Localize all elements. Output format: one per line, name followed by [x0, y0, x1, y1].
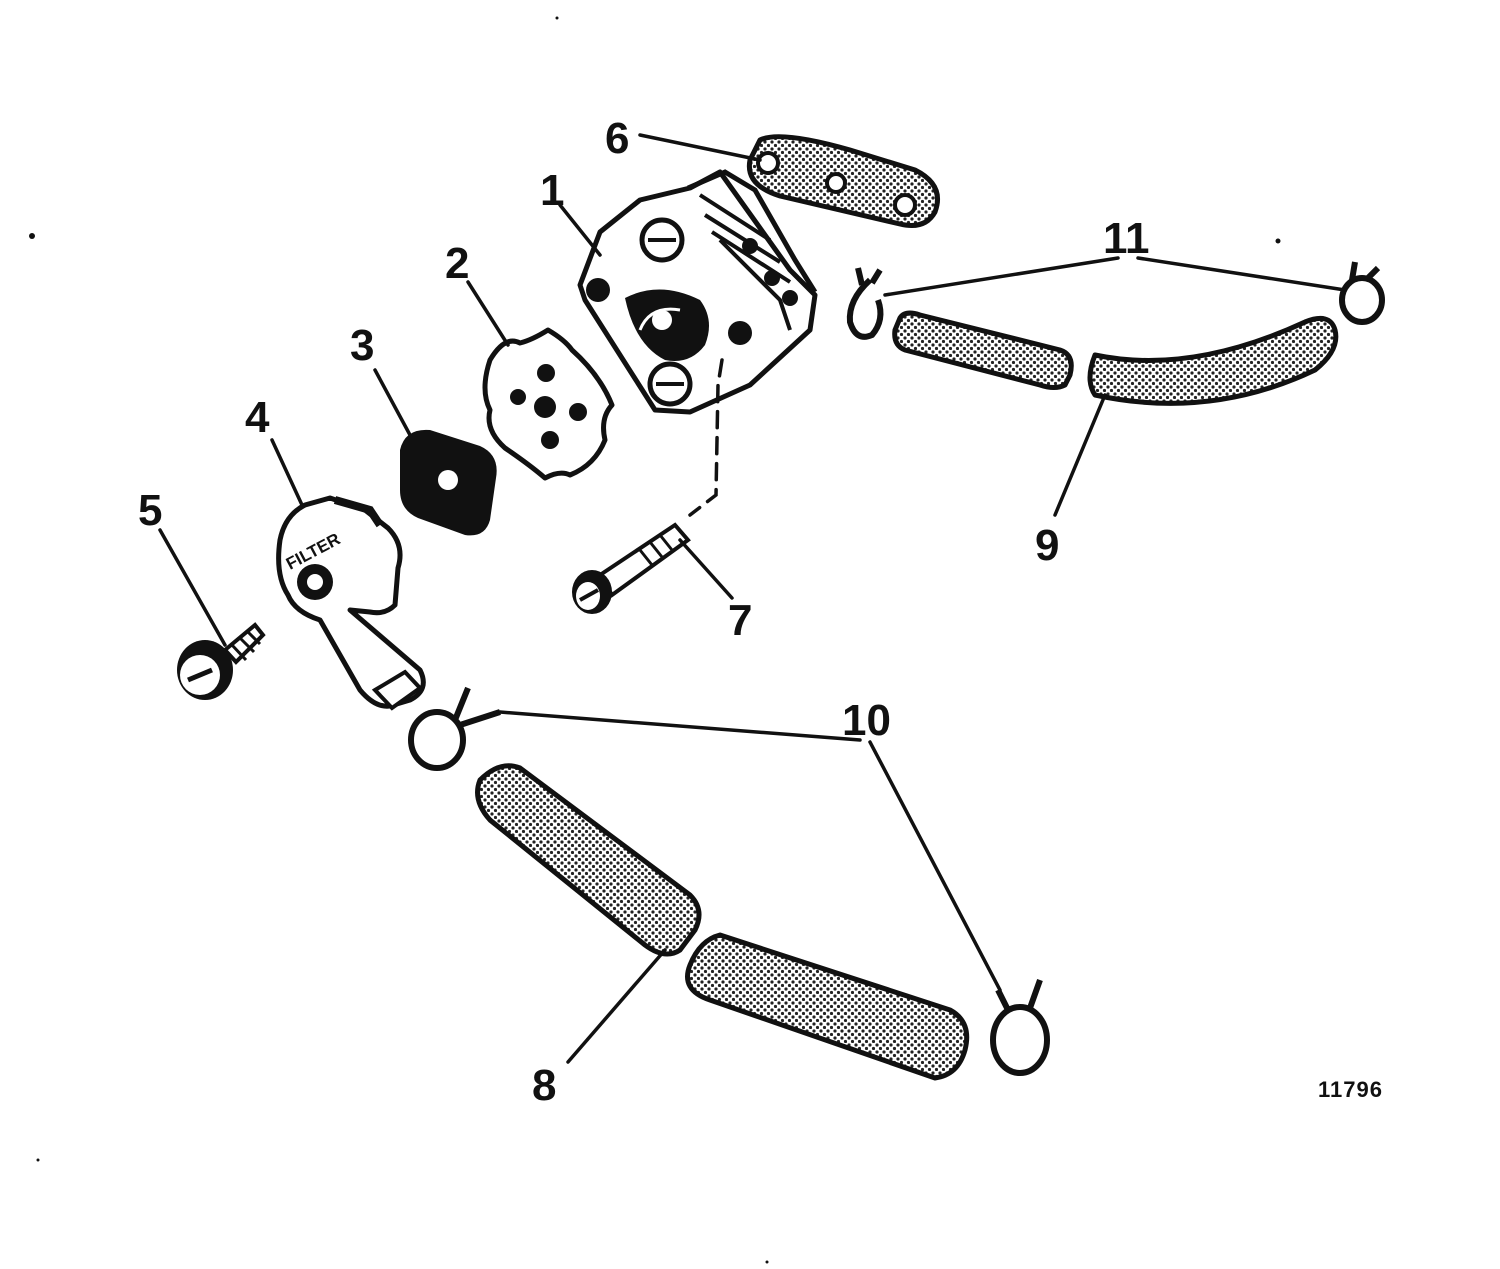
part-2-valve-plate	[482, 327, 615, 481]
clamp-10-upper	[408, 686, 501, 771]
leader-9	[1053, 393, 1107, 517]
leader-10b	[868, 740, 1002, 992]
leader-5	[158, 528, 227, 647]
part-9-upper-hoses	[892, 310, 1339, 406]
leader-4	[270, 438, 304, 507]
leader-1	[558, 203, 602, 257]
part-7-screw	[572, 522, 691, 614]
leader-7-dashed	[688, 358, 724, 517]
callout-5: 5	[138, 486, 162, 535]
leader-11b	[1136, 256, 1347, 292]
leader-8	[566, 948, 667, 1064]
scan-specks	[29, 16, 1281, 1264]
callout-3: 3	[350, 321, 374, 370]
part-6-gasket	[746, 134, 940, 228]
callout-9: 9	[1035, 521, 1059, 570]
callout-4: 4	[245, 393, 270, 442]
callout-labels: 1 2 3 4 5 6 7 8 9 10 11	[138, 114, 1150, 1110]
callout-1: 1	[540, 166, 564, 215]
part-4-filter-cover: FILTER	[276, 495, 426, 711]
callout-6: 6	[605, 114, 629, 163]
clamp-11-left	[846, 267, 884, 340]
part-8-lower-hoses	[475, 763, 970, 1081]
clamp-10-lower	[990, 978, 1050, 1076]
leader-11a	[883, 256, 1120, 297]
leader-10a	[498, 710, 862, 742]
leader-lines	[158, 133, 1347, 1064]
callout-2: 2	[445, 239, 469, 288]
part-1-pump-body	[577, 169, 818, 415]
part-3-diaphragm	[400, 429, 497, 536]
clamp-11-right	[1339, 261, 1385, 325]
part-5-screw	[177, 622, 266, 700]
callout-10: 10	[842, 696, 891, 745]
callout-11: 11	[1103, 214, 1150, 263]
callout-7: 7	[728, 596, 752, 645]
leader-6	[638, 133, 762, 162]
leader-7	[678, 538, 734, 600]
callout-8: 8	[532, 1061, 556, 1110]
figure-number: 11796	[1318, 1077, 1383, 1102]
leader-3	[373, 368, 412, 437]
leader-2	[466, 280, 510, 347]
